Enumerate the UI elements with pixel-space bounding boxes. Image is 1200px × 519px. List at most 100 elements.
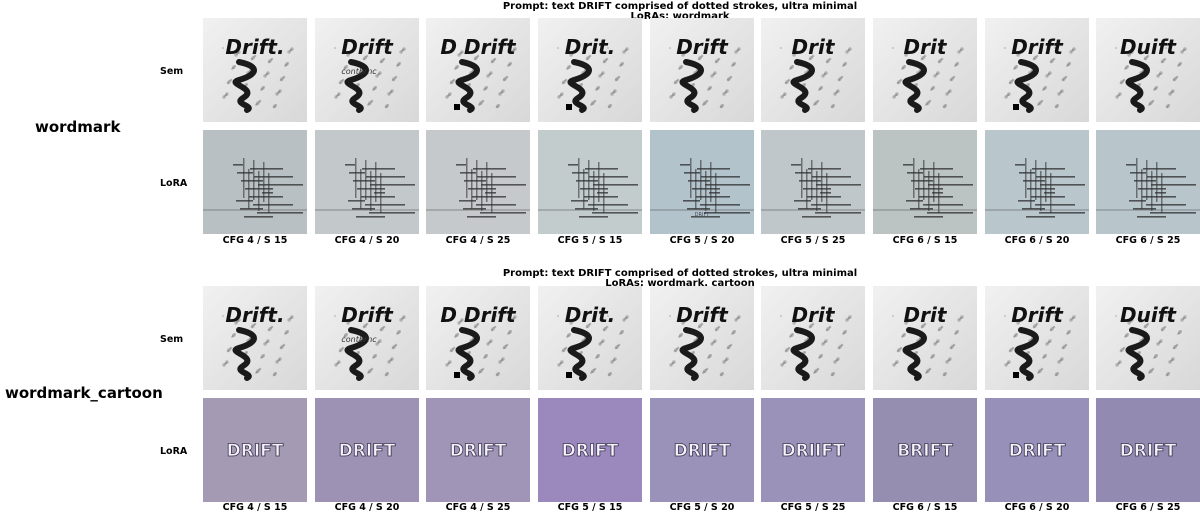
swirl-mark [232, 327, 257, 381]
wordmark-text: Drift. [225, 303, 284, 327]
swirl-mark [567, 327, 592, 381]
row-label-lora-2: LoRA [160, 446, 188, 457]
swirl-mark [1014, 327, 1039, 381]
prompt-title-2: Prompt: text DRIFT comprised of dotted s… [502, 268, 858, 279]
image-tile: D Drift [426, 18, 530, 122]
image-tile: D Drift [426, 286, 530, 390]
image-tile [985, 130, 1089, 234]
wordmark-subtext: contbrnc [341, 335, 377, 344]
wordmark-text: Drift [341, 303, 394, 327]
row-label-sem-1: Sem [160, 66, 184, 77]
image-tile: Drift [985, 18, 1089, 122]
swirl-mark [790, 59, 815, 113]
wordmark-text: Drift. [225, 35, 284, 59]
column-label: CFG 6 / S 25 [1115, 235, 1181, 246]
image-tile: Drit [761, 18, 865, 122]
loras-title-1: LoRAs: wordmark [630, 11, 730, 22]
wordmark-text: Drit. [565, 303, 615, 327]
wordmark-text: D Drift [440, 303, 517, 327]
wordmark-text: Drift [341, 35, 394, 59]
wordmark-text: Drit. [565, 35, 615, 59]
group-label-1: wordmark [35, 118, 121, 136]
wordmark-text: BRIFT [897, 441, 953, 461]
column-label: CFG 5 / S 25 [780, 502, 846, 513]
swirl-mark [1125, 327, 1150, 381]
image-tile: DRIFT [315, 398, 419, 502]
image-tile: DRIFT [1096, 398, 1200, 502]
image-tile: Drift [985, 286, 1089, 390]
swirl-mark [455, 59, 480, 113]
wordmark-text: Drit [904, 303, 948, 327]
image-tile: Drit [873, 18, 977, 122]
swirl-mark [567, 59, 592, 113]
image-tile: Drift. [203, 286, 307, 390]
image-tile: DRIIFT [761, 398, 865, 502]
column-label: CFG 6 / S 15 [892, 502, 958, 513]
wordmark-text: Duift [1120, 35, 1177, 59]
image-tile [426, 130, 530, 234]
column-label: CFG 5 / S 20 [669, 502, 735, 513]
image-tile: DRIFT [203, 398, 307, 502]
swirl-mark [679, 59, 704, 113]
image-tile [873, 130, 977, 234]
wordmark-text: DRIFT [674, 441, 731, 461]
image-tile: Drift [650, 286, 754, 390]
column-label: CFG 4 / S 25 [445, 235, 511, 246]
swirl-mark [679, 327, 704, 381]
swirl-mark [790, 327, 815, 381]
image-tile: Drit. [538, 18, 642, 122]
column-label: CFG 4 / S 15 [222, 502, 288, 513]
image-tile [1096, 130, 1200, 234]
image-tile: Drit. [538, 286, 642, 390]
wordmark-text: DRIFT [562, 441, 619, 461]
image-tile: DRIFT [985, 398, 1089, 502]
wordmark-text: Drift [676, 303, 729, 327]
loras-title-2: LoRAs: wordmark. cartoon [605, 278, 755, 289]
image-tile: DRIFT [650, 130, 754, 234]
wordmark-text: DRIIFT [781, 441, 844, 461]
swirl-mark [344, 327, 369, 381]
image-tile: Drift. [203, 18, 307, 122]
group-label-2: wordmark_cartoon [5, 384, 163, 402]
column-label: CFG 4 / S 15 [222, 235, 288, 246]
column-label: CFG 4 / S 20 [334, 502, 400, 513]
wordmark-text: D Drift [440, 35, 517, 59]
column-label: CFG 5 / S 20 [669, 235, 735, 246]
wordmark-text: DRIFT [695, 212, 711, 218]
wordmark-text: DRIFT [339, 441, 396, 461]
column-label: CFG 4 / S 20 [334, 235, 400, 246]
image-tile: Duift [1096, 286, 1200, 390]
image-tile: BRIFT [873, 398, 977, 502]
column-label: CFG 5 / S 15 [557, 235, 623, 246]
column-label: CFG 5 / S 15 [557, 502, 623, 513]
image-tile: DRIFT [426, 398, 530, 502]
wordmark-text: Drit [792, 303, 836, 327]
wordmark-text: DRIFT [450, 441, 507, 461]
swirl-mark [902, 59, 927, 113]
swirl-mark [455, 327, 480, 381]
image-tile: Drift contbrnc [315, 286, 419, 390]
column-label: CFG 6 / S 25 [1115, 502, 1181, 513]
wordmark-text: Duift [1120, 303, 1177, 327]
wordmark-text: Drit [904, 35, 948, 59]
column-label: CFG 6 / S 20 [1004, 502, 1070, 513]
image-tile [761, 130, 865, 234]
swirl-mark [1014, 59, 1039, 113]
column-label: CFG 6 / S 20 [1004, 235, 1070, 246]
image-tile: Drit [761, 286, 865, 390]
swirl-mark [902, 327, 927, 381]
swirl-mark [1125, 59, 1150, 113]
image-tile [203, 130, 307, 234]
wordmark-text: Drift [676, 35, 729, 59]
wordmark-text: DRIFT [1009, 441, 1066, 461]
swirl-mark [232, 59, 257, 113]
wordmark-text: Drift [1011, 35, 1064, 59]
column-label: CFG 6 / S 15 [892, 235, 958, 246]
wordmark-text: Drift [1011, 303, 1064, 327]
image-tile: DRIFT [538, 398, 642, 502]
column-label: CFG 4 / S 25 [445, 502, 511, 513]
image-tile: Drift [650, 18, 754, 122]
column-label: CFG 5 / S 25 [780, 235, 846, 246]
image-tile: Duift [1096, 18, 1200, 122]
